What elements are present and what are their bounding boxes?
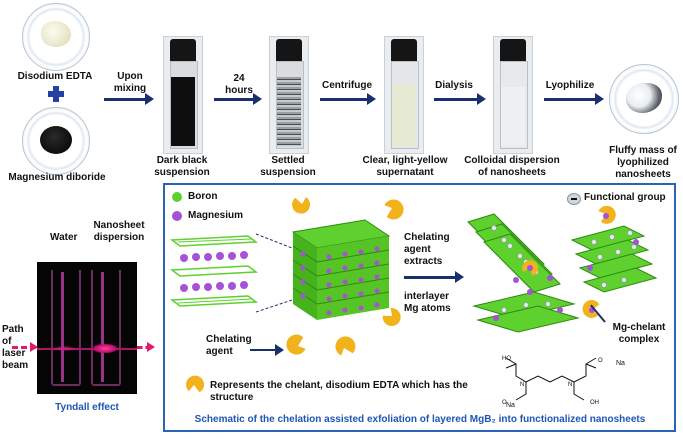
chelating-agent-label: Chelating agent: [206, 334, 252, 357]
extraction-arrow: [404, 271, 464, 283]
boron-legend-dot: [172, 192, 182, 202]
tyndall-photo: [37, 262, 137, 394]
complex-label: Mg-chelant complex: [612, 322, 666, 345]
boron-legend-label: Boron: [188, 191, 218, 202]
crystal-layer-2: [169, 265, 259, 277]
fluffy-nanosheets: [626, 83, 662, 113]
arrow-3: [320, 93, 376, 105]
laser-in: [12, 346, 36, 349]
magnesium-legend-label: Magnesium: [188, 210, 244, 221]
tyndall-caption: Tyndall effect: [55, 402, 119, 413]
edta-dish: [22, 3, 90, 71]
arrow-5: [544, 93, 604, 105]
vial2-label: Settled suspension: [260, 155, 316, 178]
vial3-photo: [384, 36, 424, 154]
step1-label: Upon mixing: [113, 71, 147, 94]
laser-path-label: Path of laser beam: [2, 324, 29, 371]
vial2-photo: [269, 36, 309, 154]
svg-text:O: O: [502, 400, 507, 406]
extracts-label: Chelating agent extracts: [404, 232, 450, 267]
crystal-layer-1: [169, 235, 259, 247]
edta-powder: [41, 21, 71, 47]
svg-text:OH: OH: [590, 400, 599, 406]
zoom-connector-svg: [255, 233, 293, 313]
magnesium-legend-dot: [172, 211, 182, 221]
sheet-mg-atoms: [493, 239, 639, 321]
vial4-photo: [493, 36, 533, 154]
arrow-2: [214, 93, 262, 105]
chelant-legend-icon: [186, 375, 204, 393]
product-label: Fluffy mass of lyophilized nanosheets: [609, 145, 677, 180]
tyndall-nanosheet-label: Nanosheet dispersion: [93, 220, 145, 243]
mgb2-crystal-svg: [169, 235, 259, 307]
arrow-4: [434, 93, 486, 105]
mgb2-dish: [22, 107, 90, 175]
functional-group-icon: [567, 193, 581, 205]
chelant-shapes: [286, 197, 404, 356]
step3-label: Centrifuge: [322, 80, 372, 91]
vial3-label: Clear, light-yellow supernatant: [362, 155, 448, 178]
nanosheet-stack-bottom: [472, 291, 580, 333]
step4-label: Dialysis: [435, 80, 473, 91]
crystal-layer-3: [169, 295, 259, 307]
chelating-agent-arrow: [250, 344, 284, 356]
stack-mg-atoms: [300, 246, 380, 316]
crystal-mg-row-2: [180, 281, 248, 292]
represents-label: Represents the chelant, disodium EDTA wh…: [210, 380, 468, 403]
na-label-2: Na: [506, 402, 515, 409]
vial1-photo: [163, 36, 203, 154]
edta-structure-svg: HO N N O OH O: [502, 356, 603, 406]
step2-label: 24 hours: [225, 73, 253, 96]
laser-out-head: [147, 342, 155, 352]
chelants-svg: [286, 197, 404, 356]
na-label-1: Na: [616, 360, 625, 367]
functional-group-label: Functional group: [584, 192, 666, 203]
nanosheets-svg: [467, 206, 658, 333]
laser-out: [137, 346, 151, 349]
stack-layers: [291, 219, 391, 320]
tyndall-water-label: Water: [50, 232, 78, 243]
svg-text:N: N: [520, 382, 524, 388]
svg-text:HO: HO: [502, 356, 511, 362]
svg-text:O: O: [598, 358, 603, 364]
vial1-label: Dark black suspension: [154, 155, 210, 178]
vial4-label: Colloidal dispersion of nanosheets: [464, 155, 560, 178]
schematic-caption: Schematic of the chelation assisted exfo…: [194, 414, 646, 425]
laser-in-head: [30, 342, 38, 352]
stacked-block-svg: [291, 219, 391, 320]
plus-icon: [48, 86, 64, 102]
crystal-mg-row-1: [180, 251, 248, 262]
product-dish: [609, 64, 679, 134]
svg-text:N: N: [568, 382, 572, 388]
reagent1-label: Disodium EDTA: [17, 71, 93, 82]
arrow-1: [104, 93, 154, 105]
mgb2-powder: [40, 126, 72, 154]
interlayer-label: interlayer Mg atoms: [404, 291, 451, 314]
step5-label: Lyophilize: [545, 80, 595, 91]
reagent2-label: Magnesium diboride: [8, 172, 106, 183]
